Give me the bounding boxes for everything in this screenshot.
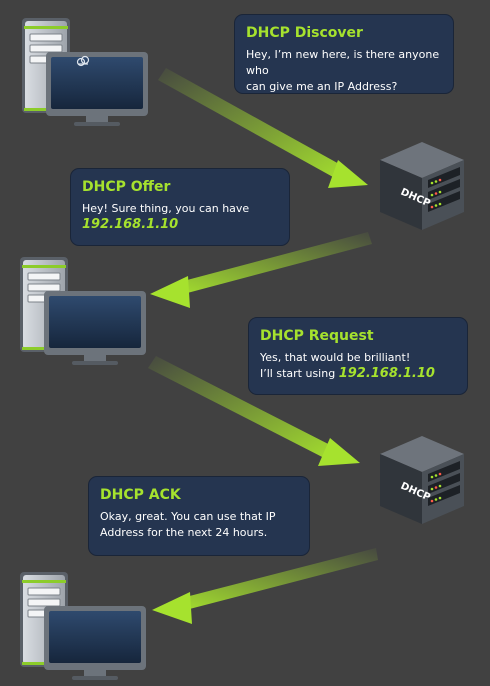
discover-title: DHCP Discover xyxy=(246,25,363,41)
ack-bubble: DHCP ACK Okay, great. You can use that I… xyxy=(88,476,310,556)
client-computer-icon xyxy=(19,571,147,681)
client-computer-icon xyxy=(19,256,147,366)
offer-text-line-1: Hey! Sure thing, you can have xyxy=(82,202,250,215)
arrow-request xyxy=(148,356,360,466)
offer-ip: 192.168.1.10 xyxy=(82,217,179,232)
arrow-offer xyxy=(150,232,372,308)
offer-bubble: DHCP Offer Hey! Sure thing, you can have… xyxy=(70,168,290,246)
discover-text-line-2: can give me an IP Address? xyxy=(246,80,398,93)
discover-text-line-1: Hey, I’m new here, is there anyone who xyxy=(246,48,440,77)
arrow-ack xyxy=(152,548,378,624)
request-title: DHCP Request xyxy=(260,328,374,344)
offer-title: DHCP Offer xyxy=(82,179,171,195)
request-bubble: DHCP Request Yes, that would be brillian… xyxy=(248,317,468,395)
dhcp-server-icon: DHCP xyxy=(380,142,464,230)
arrow-discover xyxy=(158,68,368,188)
ack-title: DHCP ACK xyxy=(100,487,181,503)
request-text-line-1: Yes, that would be brilliant! xyxy=(260,351,411,364)
discover-bubble: DHCP Discover Hey, I’m new here, is ther… xyxy=(234,14,454,94)
client-computer-icon xyxy=(21,17,149,127)
dhcp-server-icon: DHCP xyxy=(380,436,464,524)
cloud-icon xyxy=(76,55,90,67)
request-text-line-2: I’ll start using xyxy=(260,367,336,380)
ack-text-line-1: Okay, great. You can use that IP xyxy=(100,510,276,523)
ack-text-line-2: Address for the next 24 hours. xyxy=(100,526,268,539)
request-ip: 192.168.1.10 xyxy=(338,366,435,381)
